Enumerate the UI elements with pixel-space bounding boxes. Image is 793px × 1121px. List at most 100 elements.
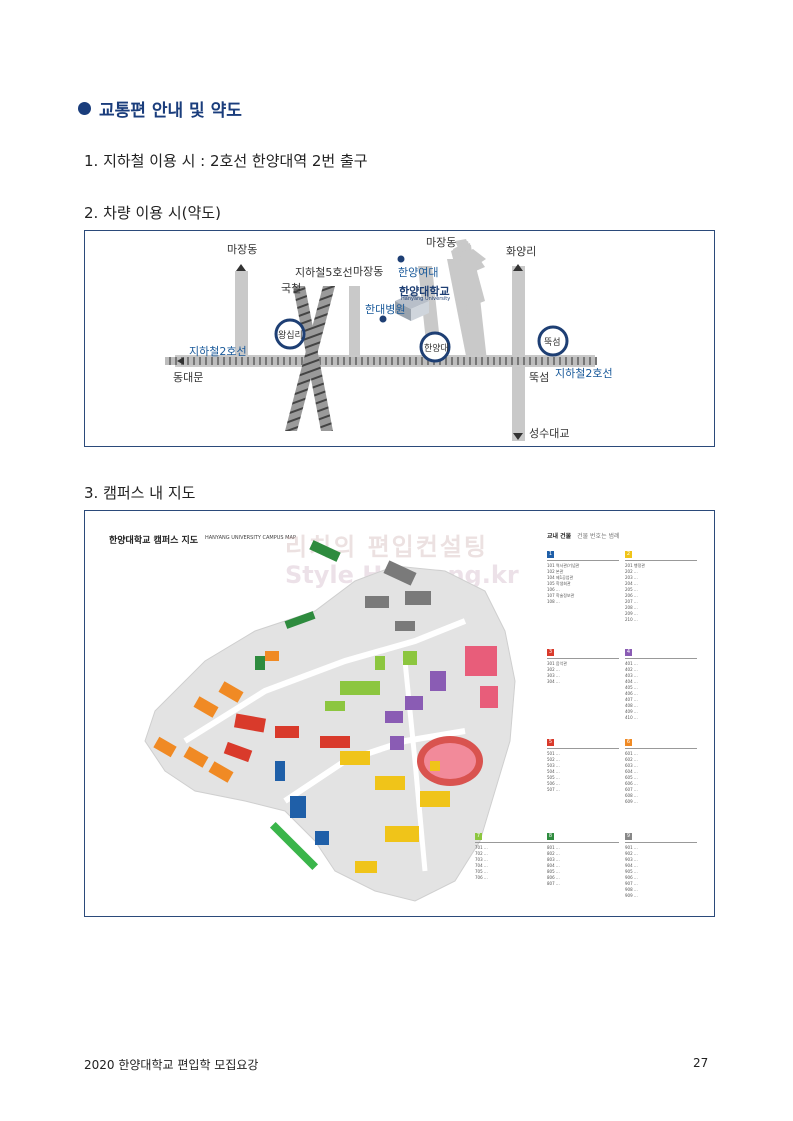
campus-map: 한양대학교 캠퍼스 지도 HANYANG UNIVERSITY CAMPUS M… bbox=[84, 510, 715, 917]
legend-line: 302 ... bbox=[547, 667, 560, 672]
legend-badge: 1 bbox=[547, 551, 554, 558]
legend-line: 408 ... bbox=[625, 703, 638, 708]
legend-line: 905 ... bbox=[625, 869, 638, 874]
legend-line: 204 ... bbox=[625, 581, 638, 586]
legend-line: 409 ... bbox=[625, 709, 638, 714]
legend-line: 210 ... bbox=[625, 617, 638, 622]
legend-badge: 9 bbox=[625, 833, 632, 840]
dot-hospital bbox=[379, 315, 387, 323]
legend-badge: 7 bbox=[475, 833, 482, 840]
legend-line: 406 ... bbox=[625, 691, 638, 696]
legend-line: 404 ... bbox=[625, 679, 638, 684]
road-majang-left bbox=[235, 271, 248, 361]
legend-line: 902 ... bbox=[625, 851, 638, 856]
legend-line: 102 본관 bbox=[547, 569, 564, 574]
legend-line: 206 ... bbox=[625, 593, 638, 598]
label-ttukseom-circle: 뚝섬 bbox=[544, 338, 561, 348]
station-ttukseom bbox=[537, 325, 569, 357]
legend-line: 704 ... bbox=[475, 863, 488, 868]
legend-subtitle: 건물 번호는 범례 bbox=[577, 533, 620, 540]
legend-line: 601 ... bbox=[625, 751, 638, 756]
legend-line: 203 ... bbox=[625, 575, 638, 580]
legend-line: 706 ... bbox=[475, 875, 488, 880]
section-title-text: 교통편 안내 및 약도 bbox=[99, 101, 242, 121]
legend-line: 607 ... bbox=[625, 787, 638, 792]
station-wangsimni bbox=[274, 318, 306, 350]
label-univ: 한양대학교 bbox=[399, 285, 450, 298]
legend-line: 504 ... bbox=[547, 769, 560, 774]
legend-badge: 6 bbox=[625, 739, 632, 746]
legend-badge: 3 bbox=[547, 649, 554, 656]
arrow-up-icon bbox=[236, 264, 246, 271]
label-hanyangdae: 한양대 bbox=[424, 344, 449, 354]
legend-line: 701 ... bbox=[475, 845, 488, 850]
road-hwayang bbox=[512, 266, 525, 441]
legend: 교내 건물 건물 번호는 범례 bbox=[547, 531, 707, 540]
legend-line: 101 역사관/기념관 bbox=[547, 563, 580, 568]
section-title: 교통편 안내 및 약도 bbox=[78, 96, 242, 121]
campus-map-title-en: HANYANG UNIVERSITY CAMPUS MAP bbox=[205, 535, 296, 541]
buildings-gray bbox=[365, 560, 431, 631]
legend-line: 403 ... bbox=[625, 673, 638, 678]
legend-line: 606 ... bbox=[625, 781, 638, 786]
buildings-green bbox=[255, 540, 341, 670]
label-hanyang-girls: 한양여대 bbox=[398, 266, 439, 279]
legend-line: 702 ... bbox=[475, 851, 488, 856]
legend-line: 507 ... bbox=[547, 787, 560, 792]
legend-line: 502 ... bbox=[547, 757, 560, 762]
campus-map-svg bbox=[144, 540, 516, 902]
legend-line: 802 ... bbox=[547, 851, 560, 856]
label-hospital: 한대병원 bbox=[365, 303, 406, 316]
legend-line: 506 ... bbox=[547, 781, 560, 786]
legend-badge: 2 bbox=[625, 551, 632, 558]
buildings-blue bbox=[275, 761, 329, 845]
legend-line: 407 ... bbox=[625, 697, 638, 702]
route-map: 마장동 마장동 마장동 화양리 지하철5호선 국철 한양여대 한양대학교 Han… bbox=[84, 230, 715, 447]
label-seongsu: 성수대교 bbox=[529, 427, 570, 440]
legend-badge: 8 bbox=[547, 833, 554, 840]
legend-line: 205 ... bbox=[625, 587, 638, 592]
legend-line: 401 ... bbox=[625, 661, 638, 666]
legend-line: 105 학생회관 bbox=[547, 581, 571, 586]
campus-map-title: 한양대학교 캠퍼스 지도 bbox=[109, 536, 199, 546]
legend-line: 209 ... bbox=[625, 611, 638, 616]
legend-line: 604 ... bbox=[625, 769, 638, 774]
legend-line: 208 ... bbox=[625, 605, 638, 610]
legend-line: 505 ... bbox=[547, 775, 560, 780]
legend-line: 605 ... bbox=[625, 775, 638, 780]
buildings-pink bbox=[465, 646, 498, 708]
buildings-red bbox=[223, 713, 350, 763]
legend-line: 703 ... bbox=[475, 857, 488, 862]
legend-line: 603 ... bbox=[625, 763, 638, 768]
subway2-line bbox=[165, 357, 597, 365]
legend-line: 805 ... bbox=[547, 869, 560, 874]
legend-header: 교내 건물 건물 번호는 범례 bbox=[547, 531, 707, 540]
legend-line: 405 ... bbox=[625, 685, 638, 690]
legend-line: 903 ... bbox=[625, 857, 638, 862]
building-icon bbox=[395, 293, 429, 309]
label-majang-left: 마장동 bbox=[227, 243, 258, 256]
legend-line: 503 ... bbox=[547, 763, 560, 768]
legend-line: 608 ... bbox=[625, 793, 638, 798]
legend-line: 609 ... bbox=[625, 799, 638, 804]
label-ttukseom: 뚝섬 bbox=[529, 371, 550, 384]
legend-line: 909 ... bbox=[625, 893, 638, 898]
legend-badge: 5 bbox=[547, 739, 554, 746]
label-majang-top: 마장동 bbox=[426, 236, 457, 249]
legend-line: 602 ... bbox=[625, 757, 638, 762]
legend-line: 806 ... bbox=[547, 875, 560, 880]
legend-line: 104 제1공업관 bbox=[547, 575, 574, 580]
station-hanyangdae bbox=[419, 331, 451, 363]
legend-line: 201 행정관 bbox=[625, 563, 645, 568]
legend-line: 501 ... bbox=[547, 751, 560, 756]
legend-line: 801 ... bbox=[547, 845, 560, 850]
label-majang-center: 마장동 bbox=[353, 265, 384, 278]
legend-line: 108 ... bbox=[547, 599, 560, 604]
label-wangsimni: 왕십리 bbox=[278, 331, 303, 341]
campus-map-heading: 3. 캠퍼스 내 지도 bbox=[84, 484, 196, 502]
label-hwayangri: 화양리 bbox=[506, 245, 537, 258]
legend-badge: 4 bbox=[625, 649, 632, 656]
